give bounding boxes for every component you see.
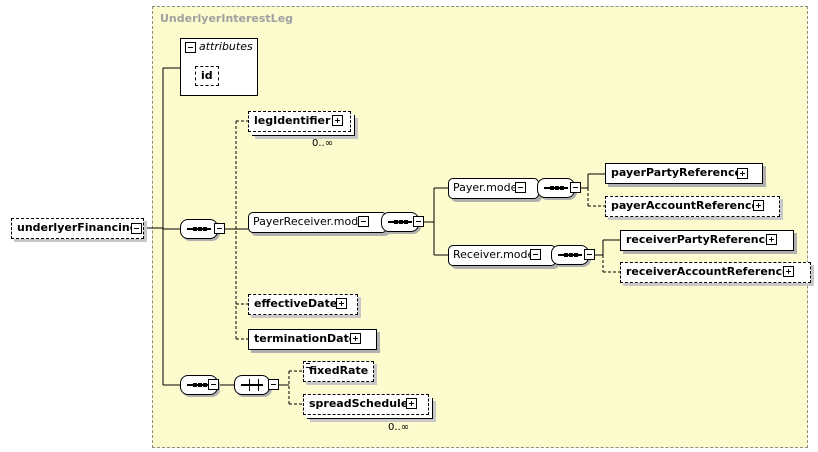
payer-sequence-collapse-icon[interactable]: [570, 182, 581, 193]
payer-party-reference-expand-icon[interactable]: [737, 168, 748, 179]
payer-receiver-model-collapse-icon[interactable]: [358, 216, 369, 227]
receiver-model-group[interactable]: Receiver.model: [448, 245, 557, 266]
payer-account-reference-expand-icon[interactable]: [753, 200, 764, 211]
sequence-2-collapse-icon[interactable]: [208, 379, 219, 390]
attribute-id[interactable]: id: [195, 66, 219, 86]
payer-party-reference-element[interactable]: payerPartyReference: [605, 163, 763, 184]
termination-date-element[interactable]: terminationDate: [248, 329, 378, 350]
underlyer-financing-element[interactable]: underlyerFinancing: [11, 218, 144, 239]
receiver-model-collapse-icon[interactable]: [530, 249, 541, 260]
spread-schedule-expand-icon[interactable]: [406, 398, 417, 409]
choice-collapse-icon[interactable]: [268, 379, 279, 390]
choice-compositor: [234, 375, 270, 395]
receiver-account-reference-expand-icon[interactable]: [783, 266, 794, 277]
payer-model-collapse-icon[interactable]: [515, 182, 526, 193]
spread-schedule-cardinality: 0..∞: [388, 422, 410, 433]
payer-model-group[interactable]: Payer.model: [448, 178, 540, 199]
underlyer-financing-collapse-icon[interactable]: [131, 223, 142, 234]
termination-date-expand-icon[interactable]: [350, 333, 361, 344]
payer-receiver-sequence-collapse-icon[interactable]: [413, 216, 424, 227]
payer-account-reference-element[interactable]: payerAccountReference: [605, 196, 780, 217]
leg-identifier-cardinality: 0..∞: [312, 138, 334, 149]
effective-date-element[interactable]: effectiveDate: [248, 294, 359, 315]
sequence-collapse-icon[interactable]: [214, 223, 225, 234]
leg-identifier-expand-icon[interactable]: [332, 115, 343, 126]
attributes-collapse-icon[interactable]: [185, 42, 196, 53]
receiver-party-reference-element[interactable]: receiverPartyReference: [620, 230, 794, 251]
receiver-sequence: [551, 245, 589, 265]
fixed-rate-element[interactable]: fixedRate: [303, 361, 375, 382]
group-title: UnderlyerInterestLeg: [160, 12, 294, 25]
receiver-party-reference-expand-icon[interactable]: [766, 234, 777, 245]
attributes-label: attributes: [199, 40, 253, 53]
sequence-compositor: [180, 219, 218, 239]
fixed-rate-simple-type-icon: [306, 363, 310, 368]
receiver-account-reference-element[interactable]: receiverAccountReference: [620, 262, 811, 283]
leg-identifier-element[interactable]: legIdentifier: [248, 111, 352, 132]
effective-date-expand-icon[interactable]: [336, 298, 347, 309]
receiver-sequence-collapse-icon[interactable]: [584, 249, 595, 260]
spread-schedule-element[interactable]: spreadSchedule: [303, 394, 430, 415]
payer-receiver-model-group[interactable]: PayerReceiver.model: [248, 212, 388, 233]
